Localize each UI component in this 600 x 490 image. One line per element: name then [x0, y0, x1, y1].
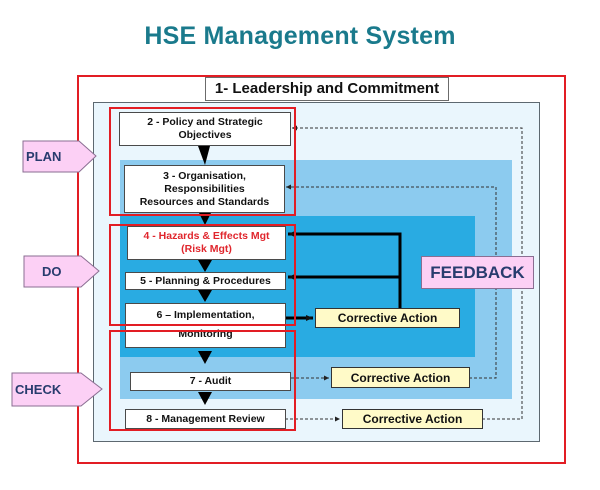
step-3-organisation-box: 3 - Organisation, Responsibilities Resou…	[124, 165, 285, 213]
step-2-policy-box: 2 - Policy and Strategic Objectives	[119, 112, 291, 146]
corrective-action-3: Corrective Action	[342, 409, 483, 429]
step-7-audit-box: 7 - Audit	[130, 372, 291, 391]
step-8-review-box: 8 - Management Review	[125, 409, 286, 429]
step-3-line1: 3 - Organisation,	[163, 169, 246, 182]
corrective-action-1: Corrective Action	[315, 308, 460, 328]
do-label: DO	[42, 264, 62, 279]
step-8-line1: 8 - Management Review	[146, 412, 265, 425]
diagram-title: HSE Management System	[144, 22, 456, 50]
step-6-implementation-box: 6 – Implementation, Monitoring	[125, 303, 286, 348]
step-5-planning-box: 5 - Planning & Procedures	[125, 272, 286, 290]
step-5-line1: 5 - Planning & Procedures	[140, 274, 271, 287]
check-label: CHECK	[15, 382, 62, 397]
step-6-line1: 6 – Implementation,	[156, 309, 255, 321]
leadership-box: 1- Leadership and Commitment	[205, 77, 449, 101]
step-3-line2: Responsibilities	[164, 182, 245, 195]
step-4-line2: (Risk Mgt)	[181, 243, 232, 255]
corrective-action-2: Corrective Action	[331, 367, 470, 388]
step-2-line1: 2 - Policy and Strategic	[147, 116, 263, 128]
step-6-line2: Monitoring	[178, 328, 233, 340]
step-2-line2: Objectives	[178, 129, 232, 141]
step-4-line1: 4 - Hazards & Effects Mgt	[143, 230, 270, 242]
plan-label: PLAN	[26, 149, 62, 164]
feedback-label: FEEDBACK	[421, 256, 534, 289]
step-7-line1: 7 - Audit	[189, 375, 232, 387]
step-3-line3: Resources and Standards	[139, 195, 270, 208]
step-4-hazards-box: 4 - Hazards & Effects Mgt (Risk Mgt)	[127, 226, 286, 260]
